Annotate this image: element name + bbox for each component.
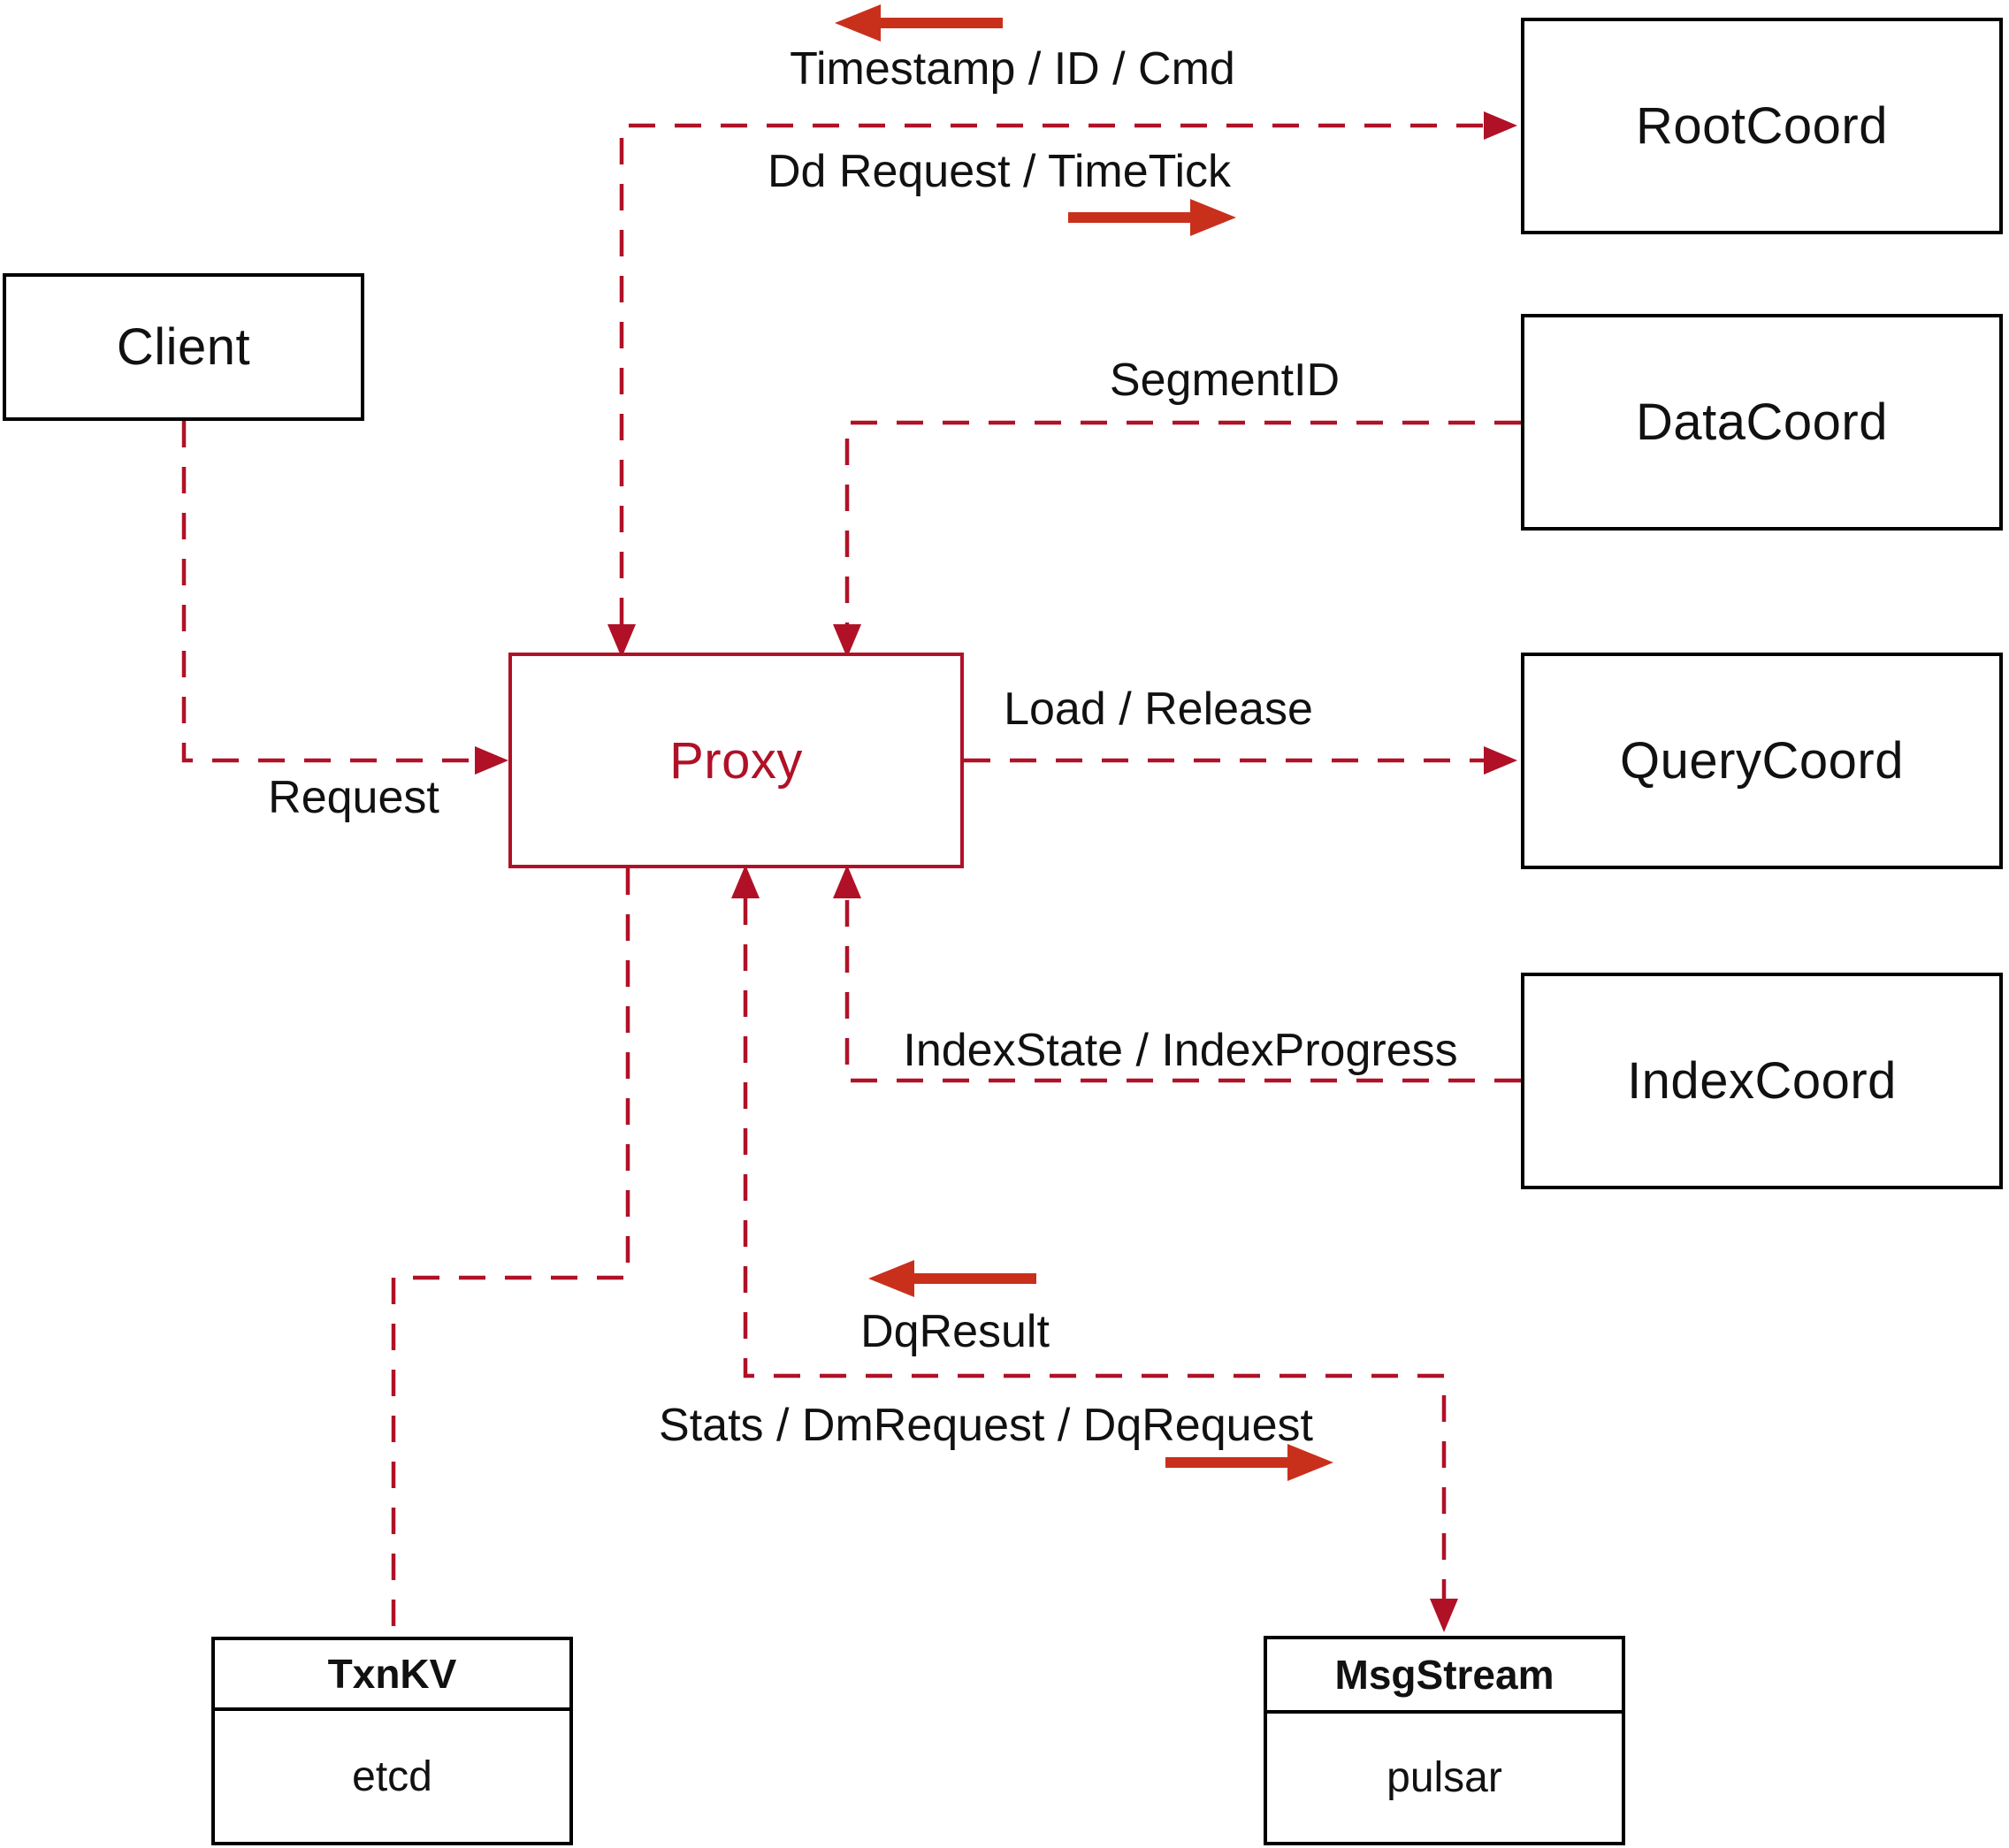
edge-label-segmentid: SegmentID (1109, 355, 1341, 406)
querycoord-label: QueryCoord (1620, 732, 1904, 790)
proxy-label: Proxy (669, 731, 803, 790)
node-querycoord: QueryCoord (1521, 653, 2003, 869)
edge-label-load-release: Load / Release (1004, 683, 1313, 735)
connector-proxy-txnkv (391, 868, 630, 1635)
node-proxy: Proxy (508, 653, 964, 868)
left-direction-arrow-dqresult (868, 1260, 1036, 1297)
node-rootcoord: RootCoord (1521, 18, 2003, 234)
edge-label-timestamp-id-cmd: Timestamp / ID / Cmd (790, 43, 1235, 95)
arrowhead-into-proxy-from-indexcoord (833, 865, 861, 898)
node-msgstream: MsgStream pulsar (1264, 1636, 1625, 1845)
txnkv-title: TxnKV (215, 1640, 569, 1711)
left-direction-arrow-timestamp (835, 4, 1003, 42)
right-direction-arrow-stats (1165, 1444, 1333, 1481)
indexcoord-label: IndexCoord (1627, 1052, 1897, 1110)
arrowhead-into-querycoord (1484, 746, 1517, 775)
msgstream-title: MsgStream (1267, 1639, 1622, 1714)
connector-indexcoord-proxy (844, 898, 1521, 1083)
datacoord-label: DataCoord (1636, 393, 1888, 451)
connector-proxy-msgstream (743, 898, 1447, 1599)
arrowhead-into-proxy-from-client (475, 746, 508, 775)
arrowhead-into-proxy-from-rootcoord (607, 624, 636, 658)
node-txnkv: TxnKV etcd (211, 1637, 573, 1845)
edge-label-request: Request (268, 772, 439, 823)
connector-datacoord-proxy (844, 420, 1521, 624)
arrowhead-into-msgstream (1430, 1599, 1458, 1632)
node-datacoord: DataCoord (1521, 314, 2003, 531)
right-direction-arrow-ddrequest (1068, 199, 1236, 236)
arrowhead-into-rootcoord (1484, 111, 1517, 140)
connector-proxy-rootcoord (619, 123, 1484, 624)
client-label: Client (116, 318, 251, 376)
edge-label-indexstate-indexprogress: IndexState / IndexProgress (903, 1025, 1458, 1076)
arrowhead-into-proxy-from-datacoord (833, 624, 861, 658)
edge-label-dd-request-timetick: Dd Request / TimeTick (767, 146, 1232, 197)
edge-label-dqresult: DqResult (860, 1306, 1050, 1357)
msgstream-implementation: pulsar (1386, 1754, 1502, 1801)
node-client: Client (3, 273, 364, 421)
node-indexcoord: IndexCoord (1521, 973, 2003, 1189)
rootcoord-label: RootCoord (1636, 97, 1888, 155)
txnkv-implementation: etcd (352, 1753, 432, 1800)
connector-client-proxy (181, 421, 475, 763)
arrowhead-into-proxy-from-msgstream (731, 865, 760, 898)
edge-label-stats-dmrequest-dqrequest: Stats / DmRequest / DqRequest (659, 1400, 1313, 1451)
